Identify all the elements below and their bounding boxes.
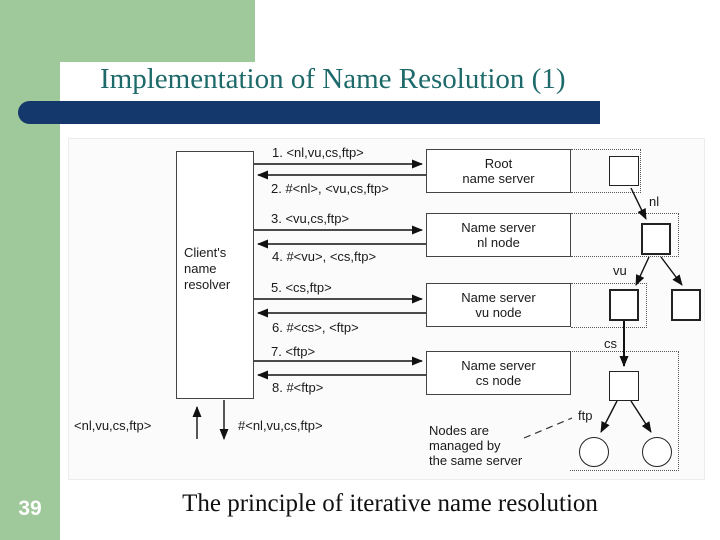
msg-label-8: 8. #<ftp> — [272, 380, 324, 395]
msg-label-6: 6. #<cs>, <ftp> — [272, 320, 359, 335]
server-cs-line1: Name server — [461, 358, 536, 373]
server-nl-line2: nl node — [477, 235, 520, 250]
server-vu-line1: Name server — [461, 290, 536, 305]
slide-caption: The principle of iterative name resoluti… — [182, 490, 598, 517]
slide-title: Implementation of Name Resolution (1) — [100, 63, 566, 95]
msg-label-1: 1. <nl,vu,cs,ftp> — [272, 145, 364, 160]
client-resolver-box — [176, 151, 254, 399]
tree-label-vu: vu — [613, 263, 627, 278]
note-text: Nodes are managed by the same server — [429, 423, 522, 468]
result-label: #<nl,vu,cs,ftp> — [238, 418, 323, 433]
server-root-line1: Root — [484, 156, 513, 171]
slide-number: 39 — [18, 497, 42, 520]
tree-node-cs — [609, 371, 639, 401]
arrow-tree-nl-sib — [660, 256, 683, 286]
tree-node-nl — [641, 223, 671, 255]
client-label-line2: name — [184, 261, 217, 276]
msg-label-7: 7. <ftp> — [271, 344, 316, 359]
server-cs-line2: cs node — [475, 373, 522, 388]
green-sidebar — [0, 0, 60, 540]
client-resolver-label: Client's name resolver — [184, 245, 230, 293]
tree-node-sibling — [671, 289, 701, 321]
note-callout-line — [523, 417, 573, 439]
server-box-nl: Name server nl node — [426, 213, 571, 257]
tree-node-vu — [609, 289, 639, 321]
msg-label-3: 3. <vu,cs,ftp> — [271, 211, 350, 226]
dotted-zone-root — [571, 149, 641, 193]
navy-accent-bar — [18, 101, 600, 124]
server-box-vu: Name server vu node — [426, 283, 571, 327]
msg-label-2: 2. #<nl>, <vu,cs,ftp> — [271, 181, 389, 196]
name-resolution-diagram: Client's name resolver Root name server … — [68, 138, 705, 480]
tree-label-ftp: ftp — [578, 408, 593, 423]
server-nl-line1: Name server — [461, 220, 536, 235]
client-label-line3: resolver — [184, 277, 231, 292]
tree-leaf-sibling — [642, 437, 672, 467]
server-box-cs: Name server cs node — [426, 351, 571, 395]
dotted-zone-vu — [571, 283, 647, 328]
server-vu-line2: vu node — [475, 305, 522, 320]
client-label-line1: Client's — [184, 245, 227, 260]
msg-label-4: 4. #<vu>, <cs,ftp> — [272, 249, 377, 264]
tree-label-cs: cs — [604, 336, 617, 351]
server-box-root: Root name server — [426, 149, 571, 193]
note-line3: the same server — [429, 453, 523, 468]
arrow-tree-nl-vu — [635, 256, 650, 286]
note-line2: managed by — [429, 438, 501, 453]
tree-node-root — [609, 156, 639, 186]
tree-label-nl: nl — [649, 194, 660, 209]
query-label: <nl,vu,cs,ftp> — [74, 418, 152, 433]
dotted-zone-nl — [571, 213, 679, 257]
note-line1: Nodes are — [429, 423, 489, 438]
tree-leaf-ftp — [579, 437, 609, 467]
server-root-line2: name server — [462, 171, 535, 186]
msg-label-5: 5. <cs,ftp> — [271, 280, 332, 295]
